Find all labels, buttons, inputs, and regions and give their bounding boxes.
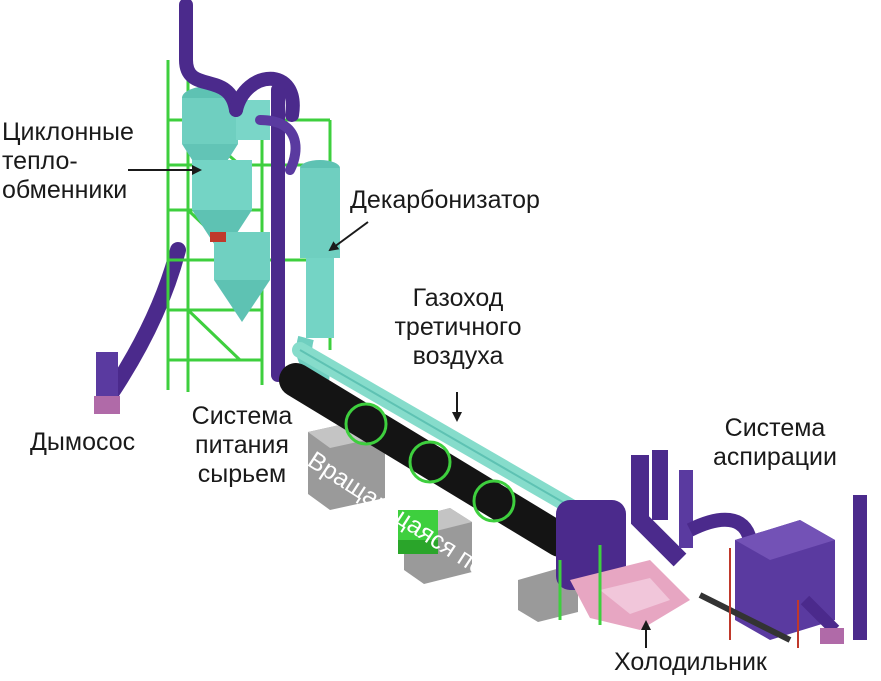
red-accent: [210, 232, 226, 242]
cyclones: [182, 86, 270, 322]
tertiary-air-duct: [292, 342, 588, 520]
label-cooler: Холодильник: [614, 648, 767, 676]
raw-feed-equipment: [398, 510, 438, 554]
label-cyclone-heat-exchangers: Циклонные тепло- обменники: [2, 118, 134, 204]
label-raw-feed-system: Система питания сырьем: [191, 402, 293, 488]
label-decarbonizer: Декарбонизатор: [350, 186, 540, 214]
rotary-kiln: [279, 363, 577, 557]
label-aspiration-system: Система аспирации: [713, 414, 837, 471]
callout-arrows: [128, 165, 651, 648]
aspiration-system: [631, 450, 867, 648]
riser-ducts: [179, 0, 301, 382]
kiln-hood: [556, 500, 690, 630]
label-exhaust-fan: Дымосос: [30, 428, 136, 456]
decarbonizer-arrow: [328, 221, 369, 252]
exhaust-fan: [94, 242, 186, 414]
label-tertiary-air-duct: Газоход третичного воздуха: [394, 284, 522, 370]
decarbonizer: [296, 160, 340, 380]
